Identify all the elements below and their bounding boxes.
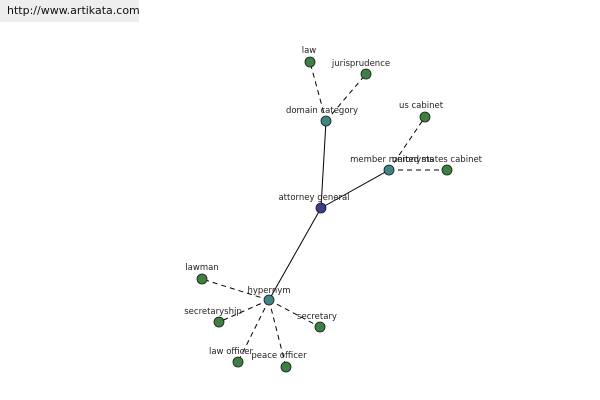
node-label-peace-officer: peace officer (251, 351, 307, 361)
node-label-us-cabinet: us cabinet (399, 101, 444, 111)
node-member-meronyms[interactable] (383, 164, 395, 176)
edge-domain-category-to-jurisprudence (325, 73, 367, 122)
node-label-jurisprudence: jurisprudence (331, 59, 390, 69)
graph-nodes (196, 56, 453, 373)
graph-labels: attorney general domain category member me… (184, 46, 482, 361)
node-peace-officer[interactable] (280, 361, 292, 373)
node-secretaryship[interactable] (213, 316, 225, 328)
node-label-domain-category: domain category (286, 106, 358, 116)
edge-domain-category-to-law (309, 61, 327, 122)
node-label-law-officer: law officer (209, 347, 254, 357)
node-attorney-general[interactable] (315, 202, 327, 214)
edge-member-meronyms-to-us-cabinet (388, 116, 426, 171)
node-label-law: law (302, 46, 317, 56)
node-hypernym[interactable] (263, 294, 275, 306)
node-label-hypernym: hypernym (247, 286, 290, 296)
node-domain-category[interactable] (320, 115, 332, 127)
node-law-officer[interactable] (232, 356, 244, 368)
node-label-secretary: secretary (297, 312, 337, 322)
edge-attorney-general-to-hypernym (268, 207, 322, 301)
node-us-cabinet[interactable] (419, 111, 431, 123)
node-label-lawman: lawman (185, 263, 218, 273)
graph-edges (201, 61, 447, 368)
node-label-united-states-cabinet: united states cabinet (392, 155, 483, 165)
node-united-states-cabinet[interactable] (441, 164, 453, 176)
node-label-member-meronyms: member meronyms (350, 155, 434, 165)
edge-attorney-general-to-member-meronyms (320, 169, 390, 209)
watermark-url: http://www.artikata.com (0, 0, 140, 22)
edge-hypernym-to-peace-officer (268, 299, 287, 368)
edge-hypernym-to-secretary (268, 299, 321, 328)
node-law[interactable] (304, 56, 316, 68)
edge-attorney-general-to-domain-category (320, 120, 327, 209)
edge-hypernym-to-secretaryship (218, 299, 270, 323)
node-lawman[interactable] (196, 273, 208, 285)
edge-hypernym-to-law-officer (237, 299, 270, 363)
node-secretary[interactable] (314, 321, 326, 333)
node-label-attorney-general: attorney general (278, 193, 349, 203)
node-label-secretaryship: secretaryship (184, 307, 242, 317)
node-jurisprudence[interactable] (360, 68, 372, 80)
edge-hypernym-to-lawman (201, 278, 270, 301)
